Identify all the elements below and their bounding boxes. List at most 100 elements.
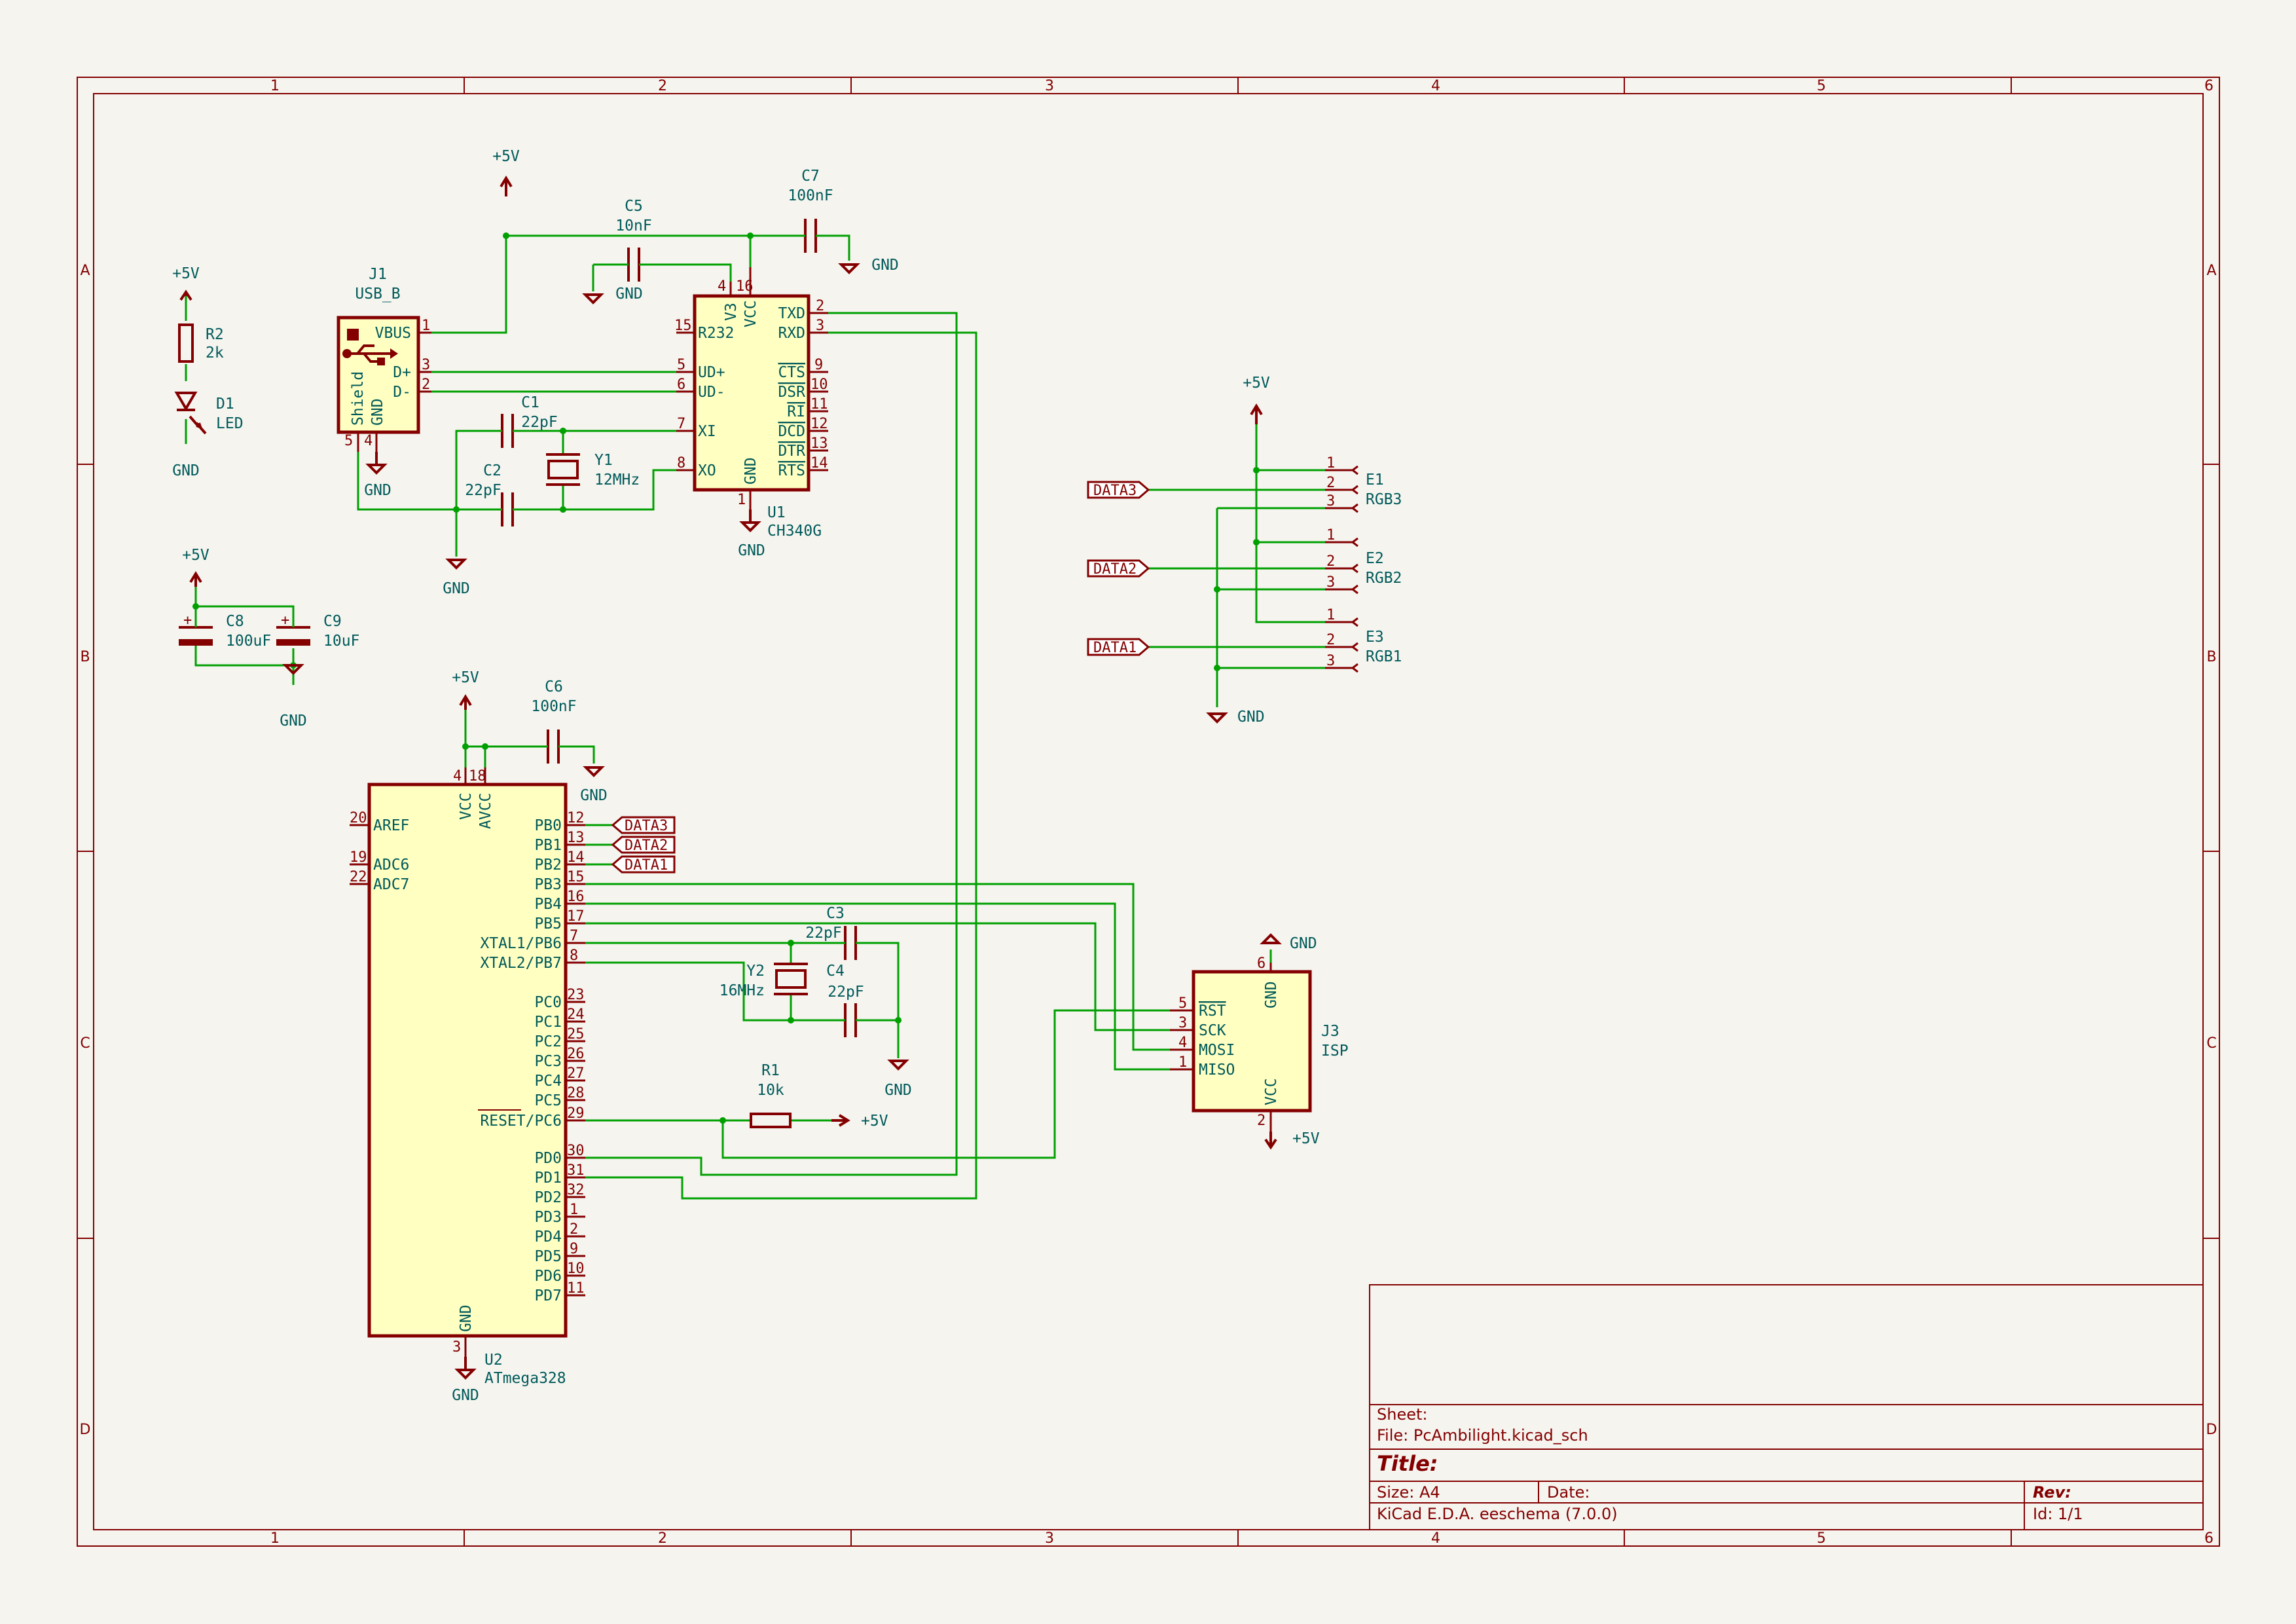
svg-text:DATA2: DATA2 [1093,561,1137,578]
connector-e2[interactable]: 123 E2 RGB2 [1325,527,1402,595]
resistor-r1[interactable]: R1 10k [750,1062,792,1128]
u1-pin-rts: RTS [778,462,805,479]
svg-text:4: 4 [453,768,462,784]
capacitor-c3[interactable]: C3 22pF [805,905,867,960]
svg-text:GND: GND [871,257,899,274]
svg-text:22: 22 [350,869,367,885]
col-label-6-bottom: 6 [2204,1530,2214,1547]
capacitor-c2[interactable]: C2 22pF [465,462,524,526]
capacitor-c7[interactable]: C7 100nF [788,168,833,253]
c7-value: 100nF [788,187,833,204]
u1-pin-v3: V3 [723,303,740,321]
c2-value: 22pF [465,482,501,499]
svg-text:+5V: +5V [492,148,520,165]
j1-pin-vbus: VBUS [375,325,411,342]
svg-text:1: 1 [422,318,430,334]
u2-pin-pc0: PC0 [534,994,562,1011]
gnd-leds: GND [1206,709,1265,726]
svg-text:12: 12 [811,416,828,432]
svg-text:+5V: +5V [452,669,479,686]
gnd-c5: GND [582,286,643,304]
u2-pin-avcc: AVCC [477,793,494,829]
svg-text:DATA1: DATA1 [625,857,668,874]
gnd-u2: GND [452,1357,479,1404]
capacitor-c6[interactable]: C6 100nF [531,678,577,764]
connector-e1[interactable]: 123 E1 RGB3 [1325,455,1402,513]
svg-text:13: 13 [567,830,585,846]
c6-ref: C6 [545,678,563,695]
d1-value: LED [216,415,244,432]
gnd-c4: GND [884,1060,912,1099]
u2-pin-pc5: PC5 [534,1092,562,1109]
svg-text:9: 9 [570,1241,578,1257]
svg-text:GND: GND [364,482,392,499]
svg-text:25: 25 [567,1026,585,1043]
j3-pin-gnd: GND [1263,981,1280,1008]
svg-text:1: 1 [1178,1054,1187,1071]
svg-text:16: 16 [567,889,585,905]
svg-text:GND: GND [172,462,200,479]
crystal-y2[interactable]: Y2 16MHz [720,963,808,999]
net-label-data1-u2: DATA1 [611,855,676,874]
svg-text:31: 31 [567,1162,585,1179]
led-d1[interactable]: D1 LED [174,392,244,435]
svg-text:6: 6 [677,377,685,393]
svg-text:15: 15 [674,318,692,334]
svg-text:14: 14 [567,849,585,866]
svg-text:2: 2 [816,298,824,314]
u2-pin-adc6: ADC6 [373,857,409,874]
svg-text:2: 2 [570,1221,578,1238]
svg-text:DATA3: DATA3 [625,818,668,834]
svg-text:3: 3 [1326,493,1335,509]
svg-text:2: 2 [1326,475,1335,491]
title-block-date: Date: [1547,1483,1590,1502]
svg-text:GND: GND [452,1387,479,1404]
svg-text:+: + [281,612,289,629]
d1-ref: D1 [216,396,234,413]
capacitor-c4[interactable]: C4 22pF [826,963,867,1037]
connector-j3-isp[interactable]: J3 ISP 53 41 62 RST SCK MOSI MISO GND VC… [1170,955,1349,1132]
svg-text:12: 12 [567,810,585,826]
connector-e3[interactable]: 123 E3 RGB1 [1325,607,1402,673]
svg-text:20: 20 [350,810,367,826]
svg-text:3: 3 [816,318,824,334]
e2-value: RGB2 [1366,570,1402,587]
capacitor-c1[interactable]: C1 22pF [490,394,558,448]
power-5v-isp: +5V [1264,1130,1320,1150]
u1-pin-ri: RI [787,403,805,420]
svg-text:1: 1 [1326,607,1335,623]
title-block-id: Id: 1/1 [2033,1505,2083,1523]
u2-pin-pb5: PB5 [534,915,562,932]
svg-text:DATA3: DATA3 [1093,483,1137,499]
crystal-y1[interactable]: Y1 12MHz [546,452,640,489]
capacitor-c9[interactable]: + C9 10uF [276,612,359,650]
gnd-d1: GND [172,462,200,479]
svg-text:2: 2 [1326,553,1335,570]
col-label-6-top: 6 [2204,78,2214,94]
power-5v-u2: +5V [452,669,479,710]
resistor-r2[interactable]: R2 2k [178,323,224,363]
svg-text:4: 4 [1178,1035,1187,1051]
capacitor-c8[interactable]: + C8 100uF [179,612,271,650]
u2-pin-pc3: PC3 [534,1053,562,1070]
c4-ref: C4 [826,963,845,980]
c8-ref: C8 [226,613,244,630]
row-label-b-right: B [2206,649,2216,665]
r2-value: 2k [206,344,224,361]
row-label-d-right: D [2206,1422,2217,1438]
capacitor-c5[interactable]: C5 10nF [615,198,652,282]
svg-text:28: 28 [567,1085,585,1101]
svg-text:11: 11 [567,1280,585,1297]
u1-pin-rxd: RXD [778,325,805,342]
u1-pin-cts: CTS [778,364,805,381]
u2-pin-pb6: XTAL1/PB6 [480,935,562,952]
j3-pin-mosi: MOSI [1199,1042,1235,1059]
gnd-j1: GND [364,452,392,499]
u2-pin-pc4: PC4 [534,1073,562,1090]
svg-text:23: 23 [567,987,585,1003]
svg-text:GND: GND [580,787,608,804]
svg-text:GND: GND [280,712,307,729]
